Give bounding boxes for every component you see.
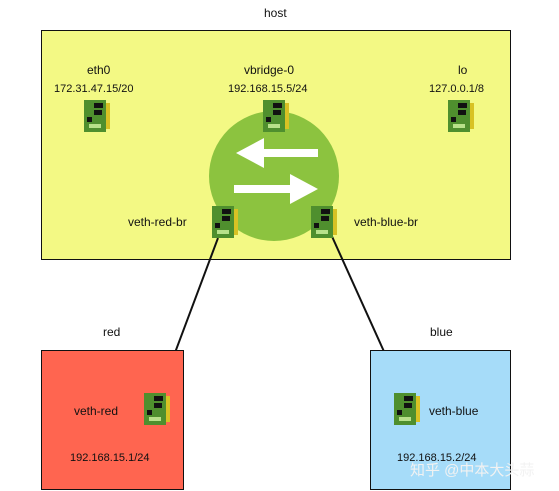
blue-title: blue	[430, 325, 453, 339]
bridge-arrow-right	[234, 174, 318, 204]
veth-red-name: veth-red	[74, 404, 119, 418]
veth-red-nic-icon	[144, 393, 170, 425]
veth-blue-nic-icon	[394, 393, 420, 425]
watermark-text: 知乎 @中本大头蒜	[410, 462, 535, 479]
bridge-arrow-left	[236, 138, 318, 168]
eth0-name: eth0	[87, 63, 111, 77]
blue-box	[370, 350, 511, 490]
veth-blue-br-nic-icon	[311, 206, 337, 238]
veth-blue-br-name: veth-blue-br	[354, 215, 419, 229]
veth-red-br-nic-icon	[212, 206, 238, 238]
vbridge-ip: 192.168.15.5/24	[228, 83, 308, 95]
veth-blue-name: veth-blue	[429, 404, 479, 418]
lo-name: lo	[458, 63, 468, 77]
red-title: red	[103, 325, 121, 339]
host-title: host	[264, 6, 287, 20]
veth-red-br-name: veth-red-br	[128, 215, 187, 229]
vbridge-name: vbridge-0	[244, 63, 295, 77]
lo-ip: 127.0.0.1/8	[429, 83, 485, 95]
eth0-ip: 172.31.47.15/20	[54, 83, 134, 95]
bridge-circle	[209, 111, 339, 241]
veth-red-ip: 192.168.15.1/24	[70, 452, 150, 464]
veth-blue-ip: 192.168.15.2/24	[397, 452, 477, 464]
vbridge-nic-icon	[263, 100, 289, 132]
lo-nic-icon	[448, 100, 474, 132]
eth0-nic-icon	[84, 100, 110, 132]
